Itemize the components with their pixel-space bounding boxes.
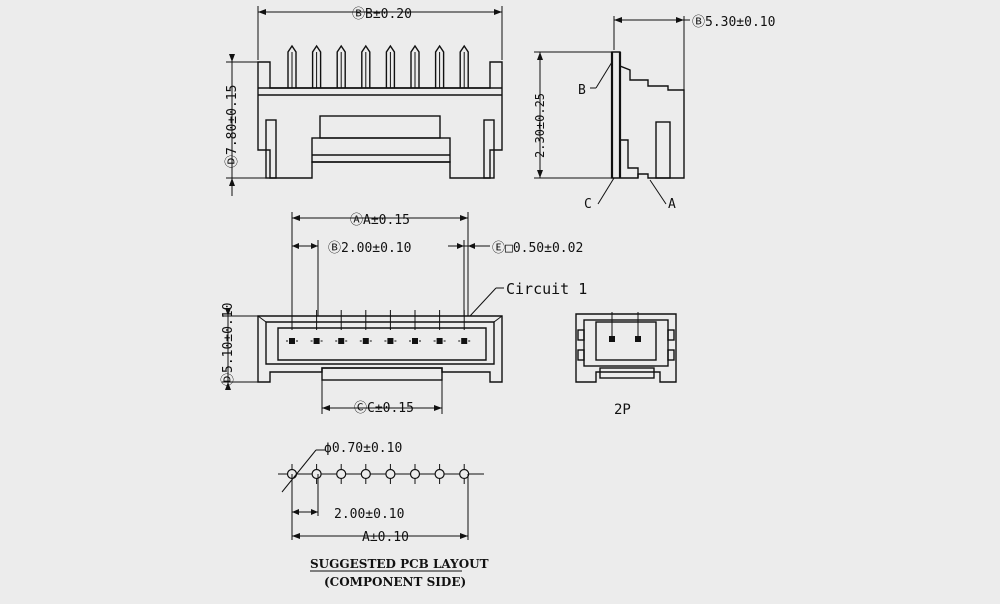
pcb-hole — [434, 464, 445, 484]
top-width-dim: ⒷB±0.20 — [352, 7, 412, 22]
pcb-hole — [459, 464, 470, 484]
pcb-a-dim: A±0.10 — [362, 530, 409, 545]
front-view: ⒶA±0.15 Ⓑ2.00±0.10 Ⓔ□0.50±0.02 Circuit 1… — [221, 212, 587, 416]
top-pin — [385, 44, 396, 88]
pcb-title: SUGGESTED PCB LAYOUT — [310, 557, 489, 571]
front-pins — [286, 310, 471, 344]
side-view: Ⓑ5.30±0.10 2.30±0.25 B C A — [533, 15, 775, 212]
top-pin — [410, 44, 420, 88]
front-pin — [384, 310, 397, 344]
side-depth-dim: Ⓑ5.30±0.10 — [692, 15, 775, 30]
label-c: C — [584, 197, 592, 212]
top-pins — [287, 44, 469, 88]
front-pin — [310, 310, 323, 344]
front-pin — [335, 310, 348, 344]
front-pin — [458, 310, 471, 344]
top-pin — [361, 44, 371, 88]
top-pin — [311, 44, 322, 88]
top-pin — [434, 44, 445, 88]
two-pin-label: 2P — [614, 402, 631, 418]
label-a: A — [668, 197, 676, 212]
pcb-layout: ϕ0.70±0.10 2.00±0.10 A±0.10 SUGGESTED PC… — [278, 441, 489, 589]
pcb-holes — [286, 464, 470, 484]
pcb-hole — [336, 464, 347, 484]
pcb-subtitle: (COMPONENT SIDE) — [324, 575, 466, 589]
label-b: B — [578, 83, 586, 98]
front-pitch-dim: Ⓑ2.00±0.10 — [328, 241, 411, 256]
pcb-hole — [409, 464, 421, 484]
front-pin — [359, 310, 372, 344]
pcb-hole-dim: ϕ0.70±0.10 — [324, 441, 402, 456]
two-pin-view: 2P — [575, 312, 677, 418]
front-c-dim: ⒸC±0.15 — [354, 401, 414, 416]
pcb-hole — [360, 464, 371, 484]
front-a-dim: ⒶA±0.15 — [350, 213, 410, 228]
pcb-pitch-dim: 2.00±0.10 — [334, 507, 404, 522]
front-depth-dim: Ⓓ5.10±0.10 — [221, 303, 236, 386]
pcb-hole — [311, 464, 322, 484]
top-pin — [287, 44, 297, 88]
front-pin — [286, 310, 298, 344]
pcb-hole — [385, 464, 396, 484]
front-pin — [433, 310, 446, 344]
side-pin-dim: 2.30±0.25 — [533, 93, 547, 158]
top-pin — [336, 44, 346, 88]
front-pin — [409, 310, 421, 344]
top-height-dim: Ⓓ7.80±0.15 — [225, 85, 240, 168]
circuit-1-label: Circuit 1 — [506, 280, 587, 298]
front-pin-dim: Ⓔ□0.50±0.02 — [492, 241, 583, 256]
top-view: ⒷB±0.20 Ⓓ7.80±0.15 — [225, 6, 503, 196]
top-pin — [459, 44, 469, 88]
